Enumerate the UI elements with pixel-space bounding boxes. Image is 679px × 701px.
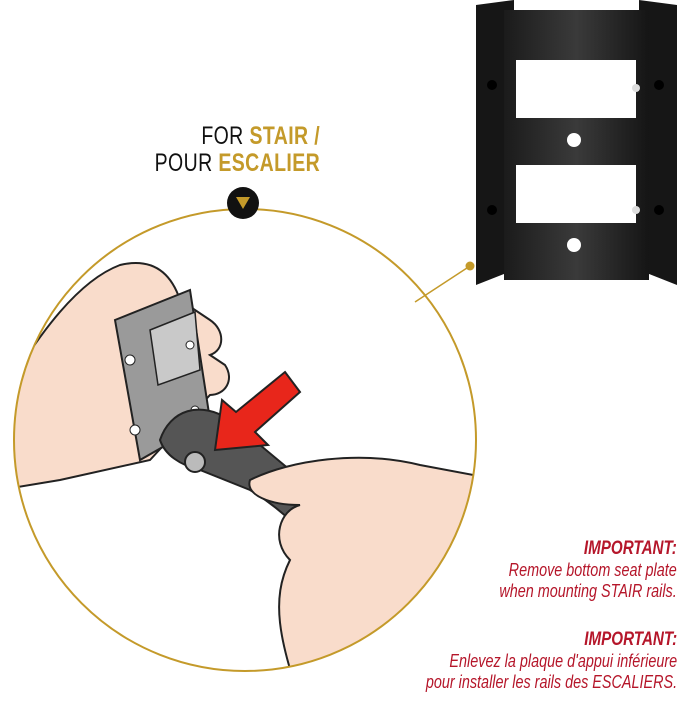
stair-heading: FOR STAIR / POUR ESCALIER (154, 122, 320, 177)
important-note-fr: IMPORTANT: Enlevez la plaque d'appui inf… (425, 629, 677, 692)
stair-bracket-photo (476, 0, 677, 285)
important-note-en: IMPORTANT: Remove bottom seat plate when… (499, 538, 677, 601)
connector-dot (465, 261, 475, 271)
red-arrow-icon (213, 370, 302, 452)
connector-line (414, 265, 471, 303)
triangle-down-icon (236, 197, 250, 209)
